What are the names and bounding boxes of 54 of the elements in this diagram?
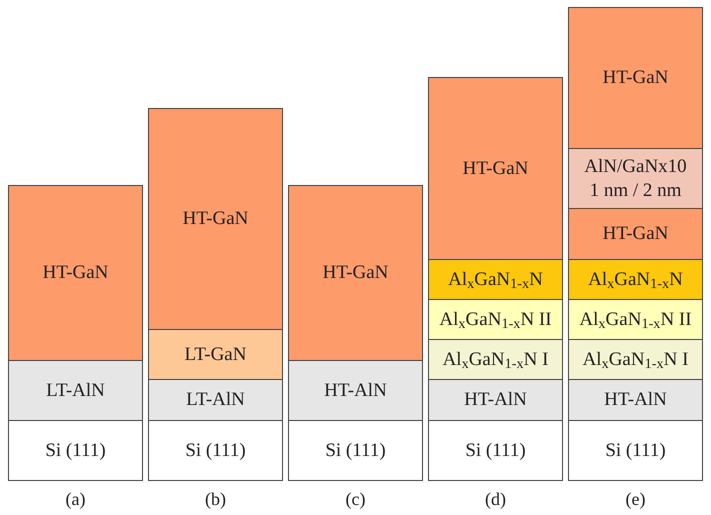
layer-label: Al$_{x}$GaN$_{1-x}$N II [439,308,552,332]
substrate-layer [8,420,143,481]
algan-layer [428,299,563,340]
algan-layer [568,339,703,380]
gan-layer [148,108,283,330]
layer-label: HT-GaN [462,156,528,180]
layer-label: 1 nm / 2 nm [590,178,682,202]
gan-layer [148,329,283,380]
layer-label: HT-GaN [182,207,248,231]
layer-label: Si (111) [45,438,106,462]
layer-label: HT-AlN [464,388,527,412]
algan-layer [568,299,703,340]
substrate-layer [568,420,703,481]
layer-label: Si (111) [185,438,246,462]
layer-label: HT-GaN [322,261,388,285]
gan-layer [8,185,143,361]
layer-label: Al$_{x}$GaN$_{1-x}$N II [579,308,692,332]
panel-label: (b) [204,488,227,511]
algan-layer [428,339,563,380]
panel-label: (d) [484,488,507,511]
layer-label: AlN/GaNx10 [584,154,687,178]
layer-label: LT-AlN [46,378,105,402]
layer-label: HT-AlN [324,378,387,402]
gan-layer [288,185,423,361]
layer-label: Si (111) [325,438,386,462]
superlattice-layer [568,148,703,209]
aln-layer [428,379,563,421]
aln-layer [288,360,423,421]
panel-label: (a) [64,488,86,511]
gan-layer [568,7,703,149]
aln-layer [8,360,143,421]
substrate-layer [148,420,283,481]
layer-label: Al$_{x}$GaN$_{1-x}$N [448,268,543,292]
layer-label: LT-AlN [186,388,245,412]
layer-label: Si (111) [605,438,666,462]
layer-label: Al$_{x}$GaN$_{1-x}$N I [582,348,688,372]
layer-label: HT-GaN [42,261,108,285]
gan-layer [568,208,703,260]
panel-label: (c) [344,488,366,511]
aln-layer [568,379,703,421]
layer-label: HT-GaN [602,222,668,246]
gan-layer [428,77,563,260]
layer-label: Al$_{x}$GaN$_{1-x}$N I [442,348,548,372]
layer-label: Si (111) [465,438,526,462]
algan-layer [428,259,563,300]
layer-label: HT-AlN [604,388,667,412]
substrate-layer [428,420,563,481]
layer-label: HT-GaN [602,66,668,90]
layer-label: LT-GaN [184,342,246,366]
algan-layer [568,259,703,300]
aln-layer [148,379,283,421]
layer-label: Al$_{x}$GaN$_{1-x}$N [588,268,683,292]
substrate-layer [288,420,423,481]
panel-label: (e) [624,488,646,511]
